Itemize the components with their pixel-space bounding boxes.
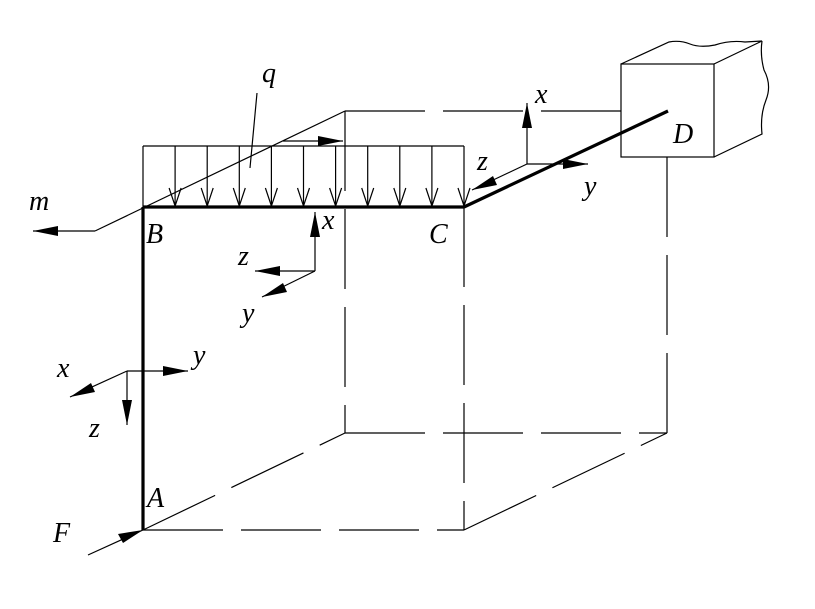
- q-leader-line: [249, 92, 258, 169]
- load-arrowhead: [457, 187, 471, 208]
- load-arrowhead: [168, 187, 182, 208]
- load-arrowhead: [264, 187, 278, 208]
- torque-arrow: [283, 136, 343, 146]
- label-axis-z-cd: z: [476, 146, 488, 177]
- label-axis-y-bc: y: [239, 298, 255, 329]
- force-f-arrow: [87, 529, 144, 556]
- label-force-f: F: [52, 518, 71, 549]
- label-axis-x-cd: x: [534, 79, 548, 110]
- wall-support: [620, 40, 770, 158]
- load-arrowhead: [200, 187, 214, 208]
- load-arrowhead: [329, 187, 343, 208]
- load-arrowhead: [361, 187, 375, 208]
- label-point-a: A: [145, 483, 165, 514]
- construction-box: [94, 110, 668, 531]
- distributed-load: [142, 145, 471, 208]
- load-arrowhead: [232, 187, 246, 208]
- label-axis-x-bc: x: [321, 205, 335, 236]
- label-axis-z-ab: z: [88, 413, 100, 444]
- label-axis-z-bc: z: [237, 241, 249, 272]
- label-point-d: D: [672, 119, 693, 150]
- label-axis-x-ab: x: [56, 353, 70, 384]
- axes-segment-cd: [471, 103, 588, 191]
- moment-m-arrow: [33, 226, 95, 236]
- label-load-q: q: [262, 58, 276, 89]
- label-axis-y-cd: y: [581, 171, 597, 202]
- label-moment-m: m: [29, 186, 49, 217]
- label-point-b: B: [146, 219, 163, 250]
- load-arrowhead: [296, 187, 311, 208]
- axes-segment-ab: [69, 366, 188, 425]
- axes-segment-bc: [255, 212, 320, 298]
- load-arrowhead: [393, 187, 407, 208]
- label-axis-y-ab: y: [190, 340, 206, 371]
- label-point-c: C: [429, 219, 448, 250]
- load-arrowhead: [425, 187, 439, 208]
